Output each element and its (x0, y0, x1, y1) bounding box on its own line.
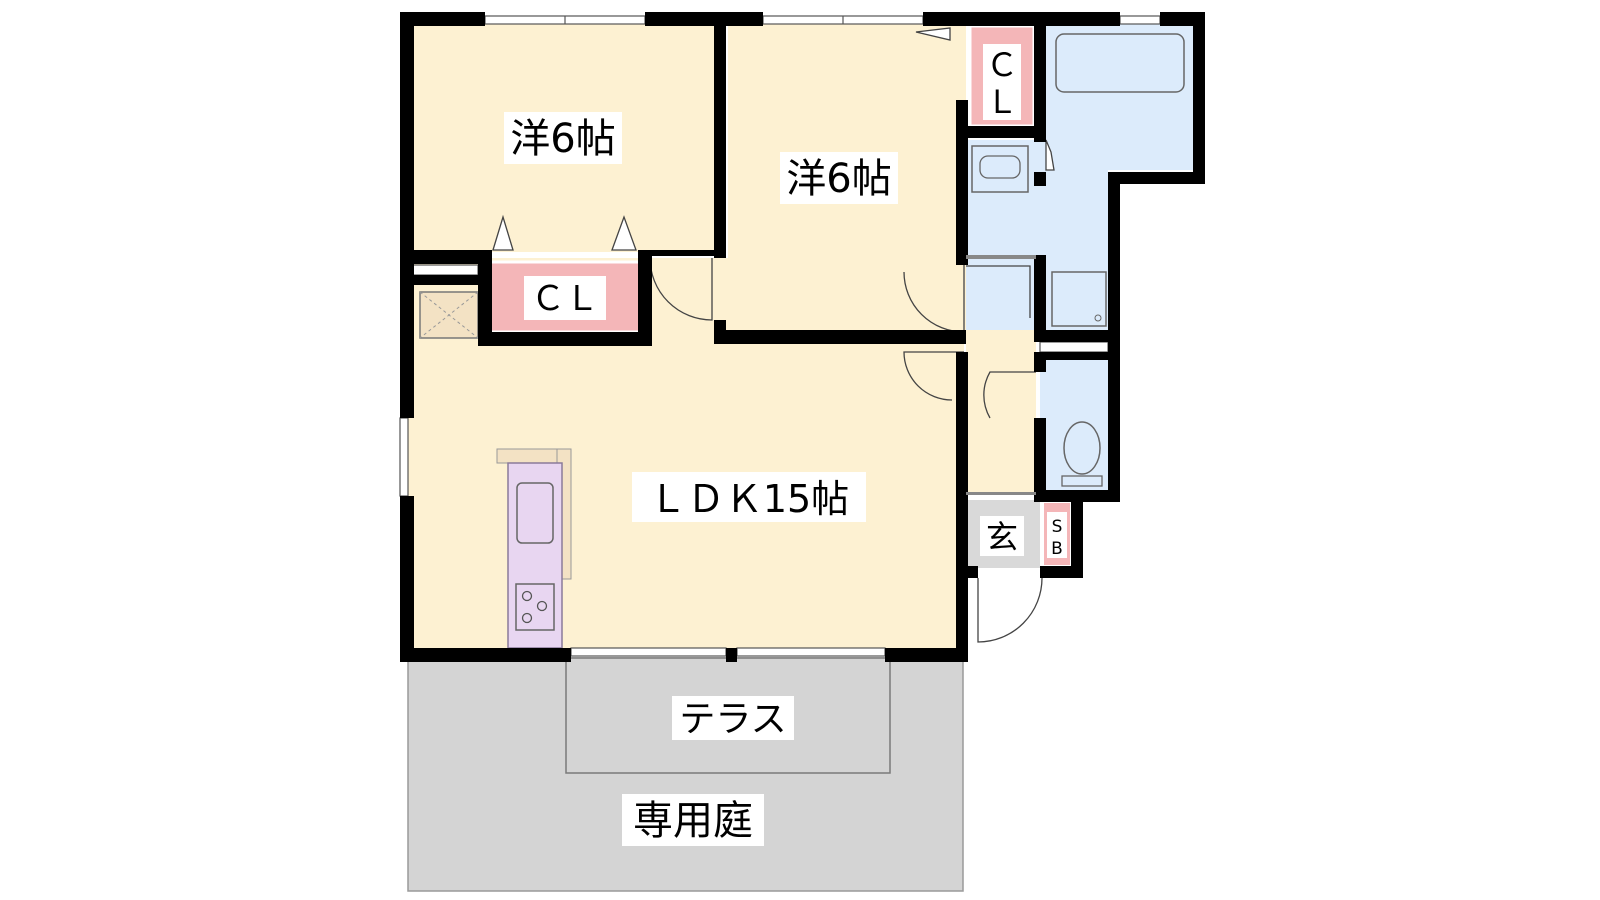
windows (399, 15, 1161, 657)
entrance-label: 玄 (986, 518, 1018, 556)
terrace-label: テラス (679, 699, 786, 740)
toilet-icon (1063, 421, 1101, 475)
burner-icon (521, 590, 533, 602)
closet-2-label-line1: Ｃ (986, 46, 1018, 84)
closet-1-label: ＣＬ (531, 279, 599, 319)
closet-2-label-line2: Ｌ (986, 83, 1018, 121)
western-room-2-label: 洋6帖 (786, 156, 891, 202)
ldk-label: ＬＤＫ15帖 (649, 477, 849, 521)
private-garden-label: 専用庭 (633, 798, 753, 844)
shoe-box-label-line2: B (1051, 539, 1063, 559)
western-room-1-label: 洋6帖 (510, 116, 615, 162)
washing-machine-icon (1051, 271, 1107, 327)
bathtub-icon (1055, 33, 1185, 93)
closet-door-marks (492, 27, 1055, 251)
entrance-step (966, 492, 1036, 495)
kitchen-sink-icon (516, 482, 554, 544)
walls (400, 12, 1205, 662)
stove-icon (515, 583, 555, 631)
washroom-threshold (966, 255, 1036, 259)
toilet-tank-icon (1061, 475, 1103, 487)
washbasin-icon (971, 145, 1029, 193)
burner-icon (521, 612, 533, 624)
burner-icon (536, 600, 548, 612)
shoe-box-label-line1: S (1052, 517, 1063, 537)
